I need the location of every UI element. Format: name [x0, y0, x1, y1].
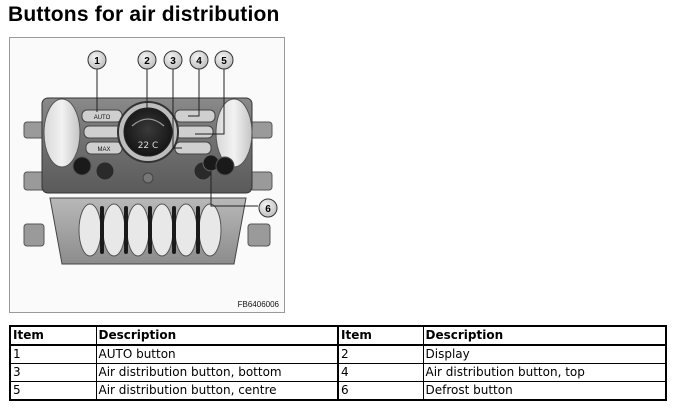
- table-cell: Air distribution button, bottom: [95, 363, 339, 382]
- callout-4: 4: [189, 50, 209, 70]
- table-cell: Defrost button: [422, 381, 667, 401]
- callout-2: 2: [137, 50, 157, 70]
- table-cell: 1: [9, 344, 97, 364]
- table-cell: 5: [9, 381, 97, 401]
- header-item-2: Item: [337, 325, 424, 346]
- item-description-table: Item Description Item Description 1 AUTO…: [9, 325, 667, 401]
- climate-control-figure: AUTO MAX 22 C: [9, 37, 285, 313]
- table-header-row: Item Description Item Description: [9, 325, 667, 346]
- figure-code: FB6406006: [237, 300, 279, 309]
- display-temperature: 22 C: [138, 141, 159, 151]
- table-cell: Air distribution button, top: [422, 363, 667, 382]
- table-row: 1 AUTO button 2 Display: [9, 344, 667, 364]
- table-cell: AUTO button: [95, 344, 339, 364]
- svg-text:1: 1: [94, 56, 100, 67]
- climate-panel-illustration: AUTO MAX 22 C: [23, 50, 278, 265]
- svg-text:2: 2: [144, 56, 150, 67]
- svg-text:6: 6: [265, 204, 271, 215]
- svg-text:3: 3: [170, 56, 176, 67]
- callout-1: 1: [87, 50, 107, 70]
- callout-5: 5: [214, 50, 234, 70]
- page-title: Buttons for air distribution: [8, 3, 280, 26]
- svg-text:5: 5: [221, 56, 227, 67]
- callout-3: 3: [163, 50, 183, 70]
- table-cell: 2: [337, 344, 424, 364]
- callout-6: 6: [258, 198, 278, 218]
- table-cell: Air distribution button, centre: [95, 381, 339, 401]
- table-row: 3 Air distribution button, bottom 4 Air …: [9, 363, 667, 382]
- table-cell: 6: [337, 381, 424, 401]
- table-cell: 4: [337, 363, 424, 382]
- table-row: 5 Air distribution button, centre 6 Defr…: [9, 381, 667, 401]
- header-description-1: Description: [95, 325, 339, 346]
- svg-text:4: 4: [196, 56, 202, 67]
- max-label: MAX: [97, 147, 110, 153]
- auto-label: AUTO: [94, 115, 111, 121]
- header-item-1: Item: [9, 325, 97, 346]
- header-description-2: Description: [422, 325, 667, 346]
- table-cell: Display: [422, 344, 667, 364]
- table-cell: 3: [9, 363, 97, 382]
